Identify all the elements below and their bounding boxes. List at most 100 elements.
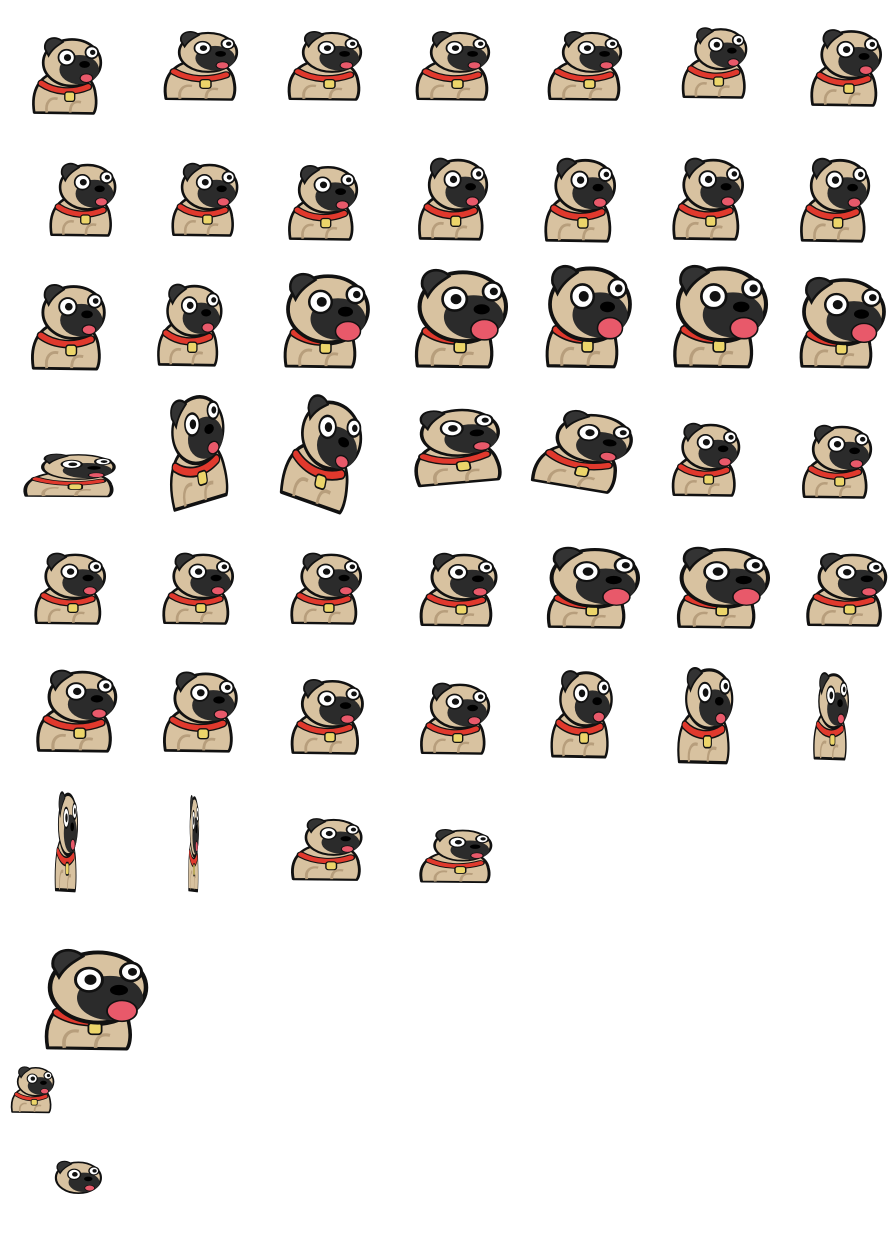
pug-sprite [287, 31, 363, 101]
nose [338, 437, 350, 448]
collar-tag [64, 91, 76, 103]
ear [430, 157, 451, 180]
pupil [226, 174, 232, 180]
ear [306, 818, 327, 834]
collar [419, 451, 490, 464]
collar [555, 69, 613, 82]
pug-leg-line [591, 614, 606, 627]
nose [79, 60, 90, 68]
pug-leg-line [74, 489, 92, 497]
pug-head [430, 552, 498, 601]
collar [293, 450, 345, 479]
pupil [73, 687, 82, 696]
ear [289, 272, 318, 303]
tongue [201, 322, 215, 333]
pug-sprite [49, 162, 117, 237]
sprite-frame [148, 22, 248, 102]
collar [32, 477, 105, 485]
ear [43, 453, 69, 465]
nose [201, 309, 212, 317]
tongue [849, 459, 864, 469]
pug-head [809, 157, 871, 213]
pug-leg-line [66, 873, 72, 890]
tongue [207, 440, 220, 455]
pug-sprite [36, 669, 118, 753]
pug-head [170, 395, 225, 466]
collar [38, 332, 94, 347]
pupil [481, 417, 489, 423]
pug-figure [157, 283, 223, 367]
ear [420, 268, 452, 300]
pug-leg-line [324, 226, 338, 239]
collar-tag [577, 216, 589, 229]
sprite-frame [274, 158, 364, 242]
pug-leg-line [718, 350, 734, 366]
nose [714, 696, 724, 706]
collar-tag [452, 733, 464, 743]
pug-sprite [414, 268, 509, 369]
collar [817, 72, 871, 86]
tongue [472, 587, 488, 597]
collar [423, 69, 481, 82]
pug-figure [32, 37, 103, 115]
collar [556, 719, 603, 735]
collar [426, 723, 479, 736]
pug-leg-line [45, 97, 58, 113]
pug-head [419, 408, 500, 457]
pug-leg-line [581, 227, 595, 241]
pug-head [429, 682, 491, 730]
pug-sprite [162, 552, 235, 625]
ear [561, 670, 580, 694]
pug-sprite [799, 276, 886, 369]
nose [467, 50, 478, 57]
pug-sprite [170, 395, 229, 512]
pug-leg-line [433, 738, 446, 753]
pupil [316, 296, 327, 307]
pug-head [300, 678, 364, 728]
pupil [704, 175, 713, 184]
sprite-frame [268, 272, 370, 370]
pupil [478, 41, 484, 46]
pug-head [173, 671, 238, 724]
nose [854, 309, 869, 319]
pug-leg-line [430, 347, 446, 367]
collar [679, 204, 733, 218]
tongue [40, 1088, 49, 1095]
nose [605, 575, 622, 585]
pupil [869, 294, 877, 302]
pug-head [301, 394, 363, 471]
pug-leg-line [456, 741, 470, 753]
sprite-frame [36, 156, 122, 238]
tongue [472, 441, 491, 451]
collar [295, 69, 353, 82]
tongue [850, 322, 878, 343]
collar [38, 80, 91, 94]
collar-tag [705, 215, 717, 228]
pug-leg-line [815, 482, 828, 497]
collar [170, 717, 226, 731]
pug-figure [291, 818, 363, 881]
pug-head [675, 264, 769, 343]
pug-head [818, 672, 850, 730]
pug-leg-line [71, 611, 85, 623]
nose [339, 50, 350, 57]
pug-head [548, 264, 632, 343]
pug-leg-line [329, 740, 343, 753]
pug-leg-line [190, 870, 193, 890]
pug-leg-line [302, 84, 317, 99]
collar [14, 1092, 48, 1101]
pupil [602, 684, 607, 691]
pug-leg-line [684, 480, 698, 495]
sprite-frame [400, 22, 500, 102]
nose [717, 445, 729, 453]
tongue [599, 451, 617, 462]
ear [684, 157, 706, 180]
pug-head [820, 29, 883, 80]
collar [426, 858, 484, 868]
sprite-frame [390, 402, 510, 488]
pug-head [682, 157, 745, 212]
pug-figure [676, 546, 771, 629]
pug-figure [279, 394, 363, 515]
pupil [832, 299, 843, 310]
pug-head [54, 1160, 102, 1195]
